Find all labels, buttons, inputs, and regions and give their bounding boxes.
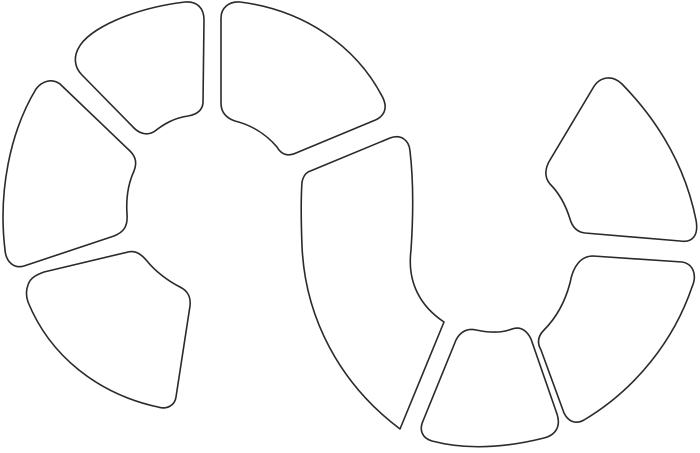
center-long-segment xyxy=(300,135,445,430)
right-ring-segment-lower-right xyxy=(537,255,696,423)
upper-middle-segment xyxy=(220,1,386,156)
left-ring-segment-top xyxy=(74,1,205,135)
right-ring-segment-upper-right xyxy=(545,77,698,243)
left-ring-segment-upper-left xyxy=(2,80,137,268)
bottom-center-segment xyxy=(420,327,560,448)
left-ring-segment-lower-left xyxy=(25,250,191,409)
